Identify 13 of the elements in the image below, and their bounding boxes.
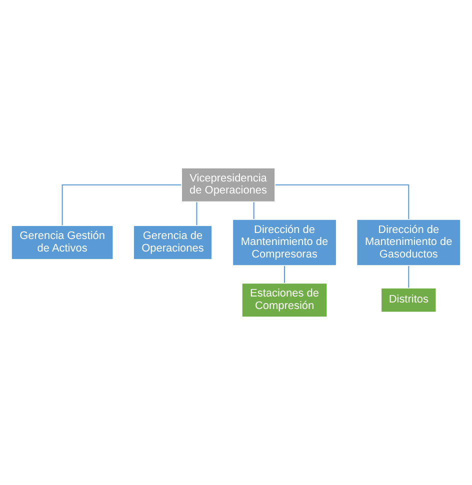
node-box: Gerencia Gestión de Activos — [10, 224, 114, 260]
connector — [275, 184, 410, 220]
node-box: Vicepresidencia de Operaciones — [180, 167, 276, 203]
connector — [284, 266, 286, 283]
connector — [196, 202, 198, 226]
connector — [253, 202, 254, 220]
node-box: Estaciones de Compresión — [240, 282, 328, 318]
node-box: Gerencia de Operaciones — [132, 224, 213, 260]
node-box: Dirección de Mantenimiento de Gasoductos — [356, 218, 462, 266]
connector — [62, 184, 182, 226]
node-box: Dirección de Mantenimiento de Compresoras — [232, 218, 338, 266]
node-box: Distritos — [380, 287, 438, 314]
connector — [408, 266, 410, 288]
